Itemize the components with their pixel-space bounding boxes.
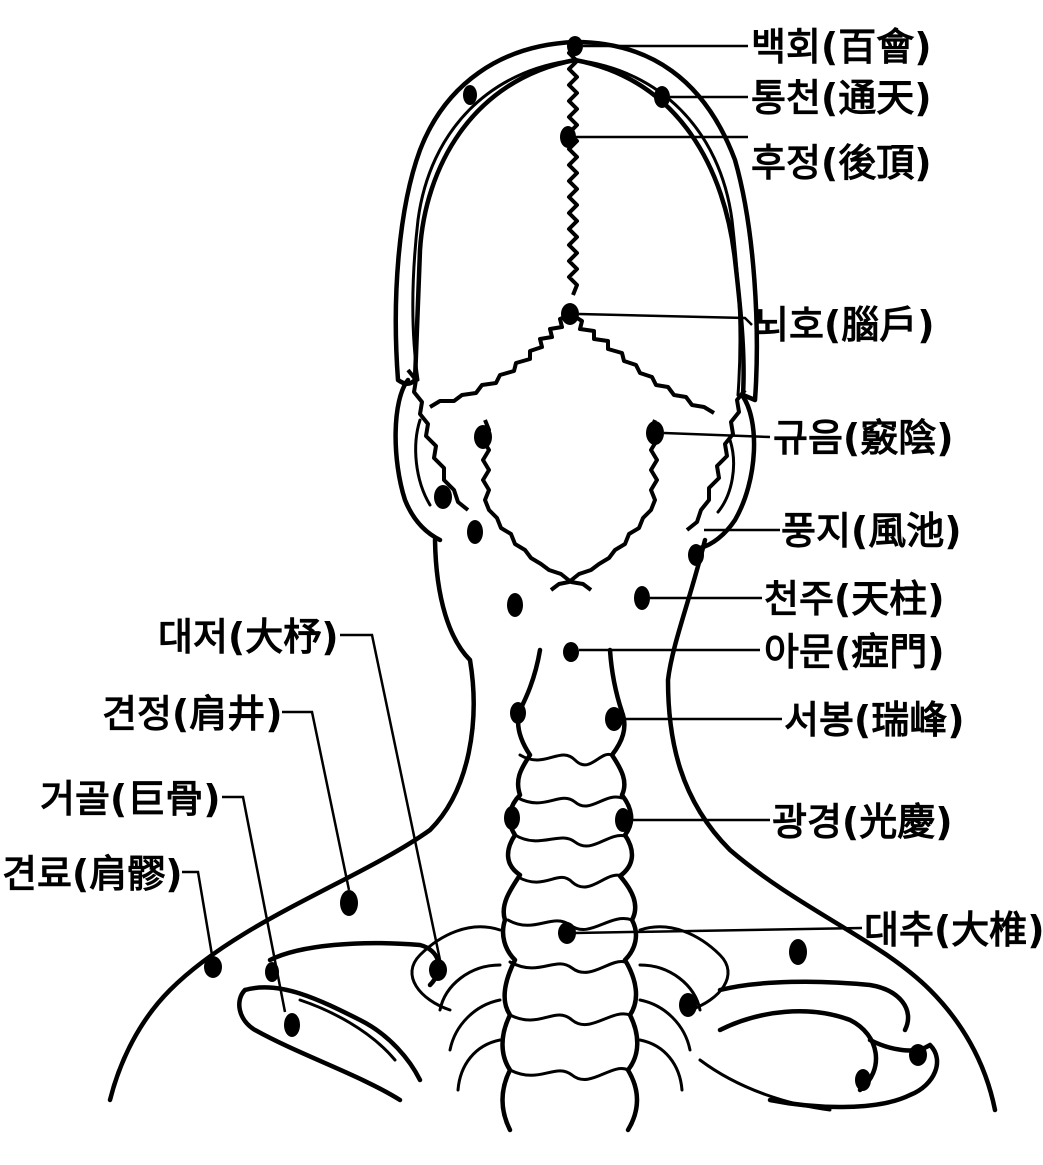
dot-hujeong: [560, 126, 576, 148]
dot-gyeonryo-left: [204, 956, 222, 978]
dot-seobong-left: [510, 702, 526, 724]
label-daejeo: 대저(大杼): [158, 615, 339, 659]
label-pungji: 풍지(風池): [781, 509, 962, 553]
dot-cheonju-left: [507, 593, 523, 617]
label-noeho: 뇌호(腦戶): [754, 303, 935, 347]
label-tongcheon: 통천(通天): [751, 76, 932, 120]
dot-gyeonjeong-right: [789, 939, 807, 965]
dot-gwanggyeong-right: [615, 808, 631, 832]
acupoint-labels: 백회(百會) 통천(通天) 후정(後頂) 뇌호(腦戶) 규음(竅陰) 풍지(風池…: [2, 25, 1043, 952]
dot-seobong-right: [605, 707, 623, 731]
dot-geogol-right: [909, 1044, 927, 1066]
dot-tongcheon-right: [654, 86, 670, 108]
dot-cheonju-right: [634, 586, 650, 610]
label-gyeonryo: 견료(肩髎): [2, 852, 183, 896]
dot-gyueum-left: [474, 425, 492, 449]
dot-daejeo-left: [429, 959, 447, 981]
ribs-and-scapulae: [239, 927, 937, 1110]
dot-gwanggyeong-left: [504, 806, 520, 830]
label-cheonju: 천주(天柱): [764, 577, 945, 621]
label-amun: 아문(瘂門): [764, 630, 945, 674]
dot-amun: [563, 642, 579, 662]
dot-daechu: [558, 922, 576, 944]
leader-lines: [182, 46, 862, 1012]
dot-gyeonjeong-left: [340, 890, 358, 916]
dot-daejeo-right: [679, 993, 697, 1017]
label-baekhoe: 백회(百會): [751, 25, 932, 69]
dot-noeho: [561, 303, 579, 325]
dot-gyueum-right: [646, 421, 664, 445]
label-gyeonjeong: 견정(肩井): [102, 692, 283, 736]
dot-tongcheon-left: [463, 85, 477, 105]
acupoint-dots: [204, 36, 927, 1091]
dot-gyeonryo-right: [855, 1069, 871, 1091]
label-daechu: 대추(大椎): [864, 908, 1043, 952]
dot-baekhoe: [567, 36, 583, 56]
label-seobong: 서봉(瑞峰): [784, 698, 965, 742]
label-gyueum: 규음(竅陰): [773, 416, 954, 460]
dot-pungji-left: [467, 520, 483, 544]
label-gwanggyeong: 광경(光慶): [772, 800, 953, 844]
dot-gyeonryo-left2: [284, 1013, 300, 1037]
label-hujeong: 후정(後頂): [751, 141, 932, 185]
dot-ear-left: [434, 485, 452, 509]
label-geogol: 거골(巨骨): [40, 777, 221, 821]
dot-pungji-right: [688, 544, 704, 566]
